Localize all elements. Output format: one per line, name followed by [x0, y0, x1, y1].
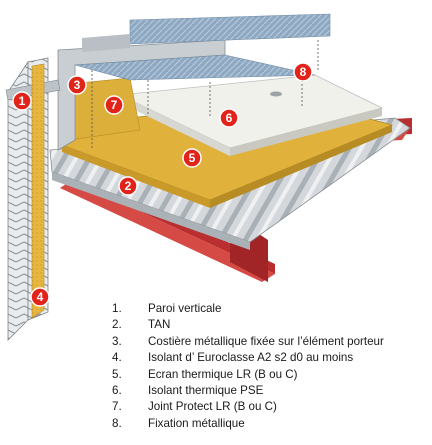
legend-label: Isolant thermique PSE [148, 383, 264, 397]
badge-4: 4 [30, 287, 50, 307]
legend-item: 7. Joint Protect LR (B ou C) [112, 399, 430, 415]
legend-label: TAN [148, 318, 171, 332]
legend-item: 5. Ecran thermique LR (B ou C) [112, 367, 430, 383]
legend-number: 3. [112, 334, 122, 348]
badge-4-number: 4 [37, 290, 44, 304]
badge-2-number: 2 [125, 179, 132, 193]
legend-number: 1. [112, 302, 122, 315]
badge-2: 2 [118, 176, 138, 196]
badge-7: 7 [104, 95, 124, 115]
legend-item: 3. Costière métallique fixée sur l’élémen… [112, 334, 430, 350]
legend-number: 7. [112, 400, 122, 414]
legend-label: Fixation métallique [148, 416, 245, 430]
legend-number: 4. [112, 351, 122, 365]
badge-6: 6 [219, 108, 239, 128]
legend-item: 1. Paroi verticale [112, 301, 430, 317]
isolant-pse [118, 74, 384, 156]
legend-number: 8. [112, 416, 122, 430]
legend-label: Costière métallique fixée sur l’élément … [148, 334, 384, 348]
badge-5: 5 [182, 148, 202, 168]
badge-8: 8 [293, 62, 313, 82]
legend-item: 8. Fixation métallique [112, 416, 430, 432]
legend: 1. Paroi verticale 2. TAN 3. Costière métal… [112, 301, 430, 432]
badge-3-number: 3 [74, 78, 81, 92]
legend-label: Isolant d’ Euroclasse A2 s2 d0 au moins [148, 351, 354, 365]
badge-3: 3 [67, 75, 87, 95]
legend-number: 2. [112, 318, 122, 332]
badge-8-number: 8 [300, 65, 307, 79]
badge-5-number: 5 [189, 151, 196, 165]
legend-label: Paroi verticale [148, 302, 222, 315]
badge-1-number: 1 [19, 94, 26, 108]
badge-6-number: 6 [226, 111, 233, 125]
legend-number: 6. [112, 383, 122, 397]
badge-7-number: 7 [111, 98, 118, 112]
isolant-euroclasse [31, 63, 45, 319]
legend-item: 2. TAN [112, 317, 430, 333]
legend-number: 5. [112, 367, 122, 381]
legend-item: 4. Isolant d’ Euroclasse A2 s2 d0 au moin… [112, 350, 430, 366]
badge-1: 1 [12, 91, 32, 111]
costiere [57, 13, 331, 151]
legend-label: Joint Protect LR (B ou C) [148, 400, 277, 414]
legend-label: Ecran thermique LR (B ou C) [148, 367, 298, 381]
legend-item: 6. Isolant thermique PSE [112, 383, 430, 399]
